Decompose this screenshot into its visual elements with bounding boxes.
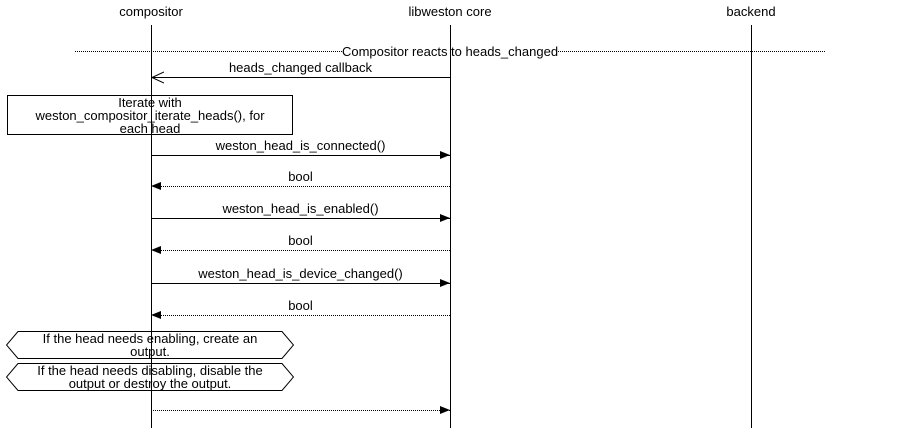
condition-disabling: If the head needs disabling, disable the…	[6, 363, 294, 391]
participant-libweston-core: libweston core	[408, 4, 492, 19]
message-label: weston_head_is_connected()	[215, 138, 386, 153]
divider-label: Compositor reacts to heads_changed	[341, 43, 559, 59]
filled-arrowhead-right-icon	[440, 151, 450, 159]
filled-arrowhead-left-icon	[151, 182, 161, 190]
filled-arrowhead-right-icon	[440, 406, 450, 414]
condition-text: If the head needs disabling, disable the…	[37, 363, 263, 391]
message-line	[151, 218, 450, 219]
message-line	[151, 283, 450, 284]
hexagon-outline-icon	[6, 331, 294, 359]
hexagon-outline-icon	[6, 363, 294, 391]
filled-arrowhead-left-icon	[151, 311, 161, 319]
note-iterate-heads: Iterate with weston_compositor_iterate_h…	[7, 95, 293, 135]
message-label: bool	[288, 233, 313, 248]
message-line	[151, 315, 450, 316]
lifeline-compositor	[151, 25, 152, 428]
filled-arrowhead-right-icon	[440, 279, 450, 287]
condition-enabling: If the head needs enabling, create an ou…	[6, 331, 294, 359]
lifeline-libweston-core	[450, 25, 451, 428]
participant-compositor: compositor	[119, 4, 183, 19]
participant-backend: backend	[726, 4, 776, 19]
divider-compositor-reacts: Compositor reacts to heads_changed	[75, 43, 826, 59]
message-label: heads_changed callback	[228, 60, 373, 75]
filled-arrowhead-right-icon	[440, 214, 450, 222]
open-arrowhead-left-icon	[151, 71, 164, 84]
message-line	[151, 186, 450, 187]
divider-line-left	[75, 50, 342, 52]
message-line	[151, 155, 450, 156]
condition-text: If the head needs enabling, create an ou…	[42, 331, 258, 359]
message-line	[151, 410, 450, 411]
divider-line-right	[558, 50, 826, 52]
filled-arrowhead-left-icon	[151, 246, 161, 254]
message-label: weston_head_is_enabled()	[222, 201, 379, 216]
message-line	[151, 77, 450, 78]
note-text: Iterate with weston_compositor_iterate_h…	[35, 94, 265, 136]
message-label: bool	[288, 169, 313, 184]
lifeline-backend	[751, 25, 752, 428]
message-label: bool	[288, 298, 313, 313]
message-line	[151, 250, 450, 251]
message-label: weston_head_is_device_changed()	[198, 266, 403, 281]
